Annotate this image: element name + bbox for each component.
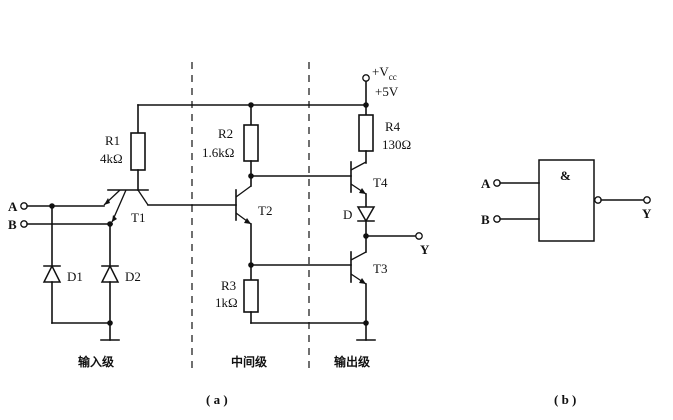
r2-name: R2 (218, 126, 233, 141)
r3-value: 1kΩ (215, 295, 238, 310)
supply-voltage-label: +5V (375, 84, 399, 99)
t1-label: T1 (131, 210, 145, 225)
resistor-r2 (243, 104, 259, 177)
t4-label: T4 (373, 175, 388, 190)
d1-label: D1 (67, 269, 83, 284)
resistor-r3 (243, 264, 259, 324)
transistor-t2 (191, 173, 254, 268)
stage-middle-label: 中间级 (231, 354, 267, 369)
output-y-terminal[interactable] (415, 232, 423, 240)
resistor-r1 (130, 104, 146, 191)
t2-label: T2 (258, 203, 272, 218)
gate-input-b-label: B (481, 212, 490, 227)
output-y-label: Y (420, 242, 430, 257)
diode-d2 (100, 223, 120, 324)
resistor-r4 (358, 104, 374, 164)
r1-value: 4kΩ (100, 151, 123, 166)
stage-input-label: 输入级 (78, 354, 114, 369)
diode-d-label: D (343, 207, 352, 222)
transistor-t3 (350, 251, 367, 324)
caption-b: ( b ) (554, 392, 576, 407)
input-b-label: B (8, 217, 17, 232)
r3-name: R3 (221, 278, 236, 293)
r4-name: R4 (385, 119, 401, 134)
vcc-terminal (362, 74, 370, 82)
ground-output (250, 320, 376, 341)
diode-d (356, 206, 376, 237)
t3-label: T3 (373, 261, 387, 276)
caption-a: ( a ) (206, 392, 228, 407)
d2-label: D2 (125, 269, 141, 284)
gate-output-y-label: Y (642, 206, 652, 221)
gate-output-terminal[interactable] (643, 196, 651, 204)
vcc-rail (137, 74, 370, 108)
output-node (363, 232, 423, 253)
transistor-t4 (350, 161, 367, 208)
r2-value: 1.6kΩ (202, 145, 234, 160)
nand-gate-symbol (493, 159, 651, 242)
gate-body (538, 159, 595, 242)
input-wires (20, 202, 113, 228)
gate-input-a-label: A (481, 176, 491, 191)
stage-output-label: 输出级 (334, 354, 370, 369)
gate-and-symbol: & (560, 168, 571, 183)
r1-name: R1 (105, 133, 120, 148)
vcc-label: +Vcc (372, 64, 397, 82)
diode-d1 (42, 205, 62, 324)
transistor-t1 (103, 189, 193, 223)
r4-value: 130Ω (382, 137, 411, 152)
ground-input (51, 320, 120, 341)
input-a-label: A (8, 199, 18, 214)
